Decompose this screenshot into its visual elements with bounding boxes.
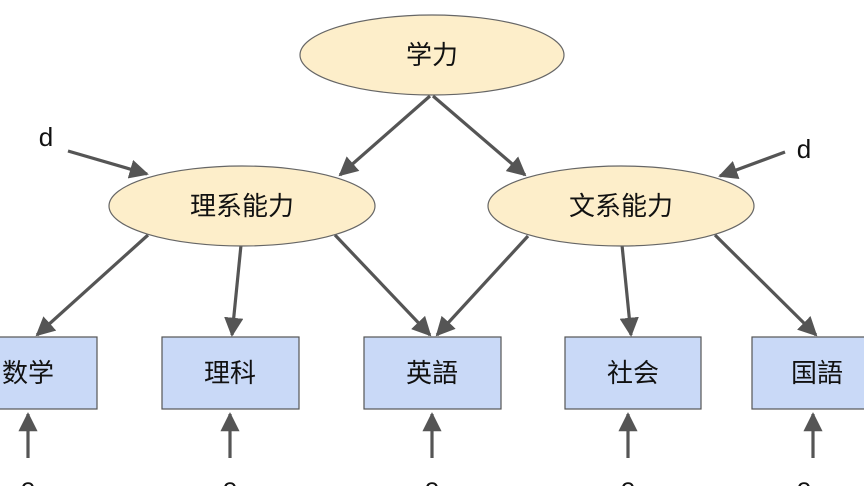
observed-node-english: 英語: [363, 336, 502, 410]
error-label-japanese: e: [797, 472, 811, 486]
latent-node-science: 理系能力: [108, 165, 376, 247]
arrow-disturbance-humanities: [718, 150, 786, 180]
observed-label-science: 理科: [204, 359, 256, 389]
latent-label-science: 理系能力: [190, 192, 294, 222]
error-label-social: e: [621, 472, 635, 486]
observed-label-japanese: 国語: [791, 359, 843, 389]
observed-node-social: 社会: [564, 336, 702, 410]
arrow-humanities-to-social: [619, 244, 639, 337]
arrow-top-to-humanities: [431, 94, 527, 177]
disturbance-label-humanities: d: [797, 134, 811, 164]
observed-node-math: 数学: [0, 336, 98, 410]
error-label-english: e: [425, 472, 439, 486]
arrow-science-to-math: [35, 233, 150, 337]
arrow-science-to-english: [333, 233, 432, 337]
arrow-humanities-to-english: [435, 234, 530, 337]
observed-node-science: 理科: [161, 336, 300, 410]
latent-label-top: 学力: [406, 41, 458, 71]
arrow-disturbance-science: [67, 149, 149, 179]
latent-node-top: 学力: [299, 14, 565, 96]
arrow-science-to-rika: [224, 244, 244, 337]
observed-label-social: 社会: [607, 359, 659, 389]
latent-label-humanities: 文系能力: [569, 192, 673, 222]
observed-node-japanese: 国語: [751, 336, 864, 410]
arrow-humanities-to-japanese: [713, 233, 818, 337]
latent-node-humanities: 文系能力: [487, 165, 755, 247]
observed-label-english: 英語: [406, 359, 458, 389]
observed-label-math: 数学: [2, 359, 54, 389]
disturbance-label-science: d: [39, 122, 53, 152]
error-label-science: e: [223, 472, 237, 486]
error-label-math: e: [21, 472, 35, 486]
arrow-top-to-science: [338, 94, 432, 177]
